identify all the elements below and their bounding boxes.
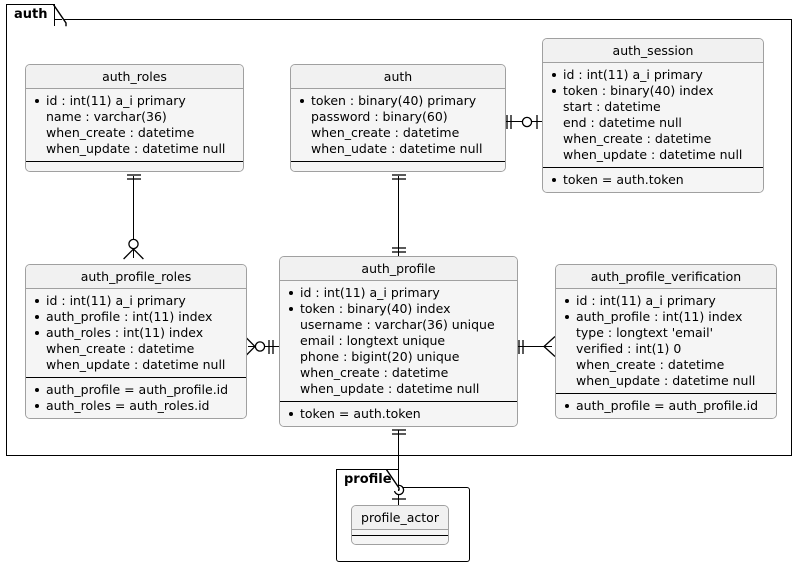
- field-row: auth_roles : int(11) index: [33, 325, 239, 341]
- entity-auth-session[interactable]: auth_session id : int(11) a_i primary to…: [542, 38, 764, 193]
- entity-auth[interactable]: auth token : binary(40) primary password…: [290, 64, 506, 172]
- entity-auth-profile-verification-footer: auth_profile = auth_profile.id: [556, 393, 776, 418]
- field-row: id : int(11) a_i primary: [33, 293, 239, 309]
- field-row: phone : bigint(20) unique: [300, 349, 460, 364]
- package-auth-label: auth: [14, 7, 48, 22]
- package-profile-tab-slant: [386, 469, 400, 491]
- field-row: when_create : datetime: [576, 357, 725, 372]
- entity-auth-profile-fields: id : int(11) a_i primary token : binary(…: [280, 281, 517, 401]
- cardinality-zero-or-one-authsession: [519, 113, 543, 135]
- field-row: end : datetime null: [563, 115, 682, 130]
- field-row: id : int(11) a_i primary: [287, 285, 510, 301]
- cardinality-many-verification: [541, 335, 557, 362]
- entity-auth-profile-verification-fields: id : int(11) a_i primary auth_profile : …: [556, 289, 776, 393]
- field-row: when_update : datetime null: [576, 373, 756, 388]
- field-row: username : varchar(36) unique: [300, 317, 495, 332]
- field-row: when_create : datetime: [311, 125, 460, 140]
- field-row: token : binary(40) primary: [298, 93, 498, 109]
- field-row: verified : int(1) 0: [576, 341, 682, 356]
- connector-authprofile-profileactor: [398, 430, 400, 507]
- constraint-row: token = auth.token: [550, 172, 756, 188]
- connector-auth-authprofile: [398, 176, 400, 258]
- field-row: when_update : datetime null: [563, 147, 743, 162]
- entity-auth-profile-footer: token = auth.token: [280, 401, 517, 426]
- entity-profile-actor-fields: [352, 530, 448, 535]
- cardinality-zero-or-many-authprofileroles-right: [243, 335, 267, 362]
- field-row: when_create : datetime: [46, 341, 195, 356]
- field-row: id : int(11) a_i primary: [33, 93, 236, 109]
- package-auth-tab: auth: [6, 4, 55, 26]
- cardinality-one-auth-right: [503, 114, 517, 134]
- entity-auth-profile-roles-fields: id : int(11) a_i primary auth_profile : …: [26, 289, 246, 377]
- entity-auth-fields: token : binary(40) primary password : bi…: [291, 89, 505, 161]
- field-row: type : longtext 'email': [576, 325, 714, 340]
- entity-auth-session-footer: token = auth.token: [543, 167, 763, 192]
- field-row: id : int(11) a_i primary: [550, 67, 756, 83]
- entity-auth-roles[interactable]: auth_roles id : int(11) a_i primary name…: [25, 64, 244, 172]
- field-row: when_update : datetime null: [300, 381, 480, 396]
- constraint-row: auth_roles = auth_roles.id: [33, 398, 239, 414]
- package-profile-tab: profile: [336, 469, 399, 491]
- field-row: when_update : datetime null: [46, 141, 226, 156]
- field-row: id : int(11) a_i primary: [563, 293, 769, 309]
- field-row: when_create : datetime: [300, 365, 449, 380]
- field-row: when_udate : datetime null: [311, 141, 483, 156]
- field-row: start : datetime: [563, 99, 661, 114]
- entity-auth-profile-roles[interactable]: auth_profile_roles id : int(11) a_i prim…: [25, 264, 247, 419]
- cardinality-one-authprofile-left: [265, 339, 279, 359]
- entity-auth-title: auth: [291, 65, 505, 89]
- entity-auth-roles-title: auth_roles: [26, 65, 243, 89]
- field-row: password : binary(60): [311, 109, 448, 124]
- entity-auth-session-title: auth_session: [543, 39, 763, 63]
- connector-authroles-authprofileroles: [133, 176, 135, 258]
- package-auth-tab-slant: [53, 4, 67, 27]
- entity-auth-profile-roles-title: auth_profile_roles: [26, 265, 246, 289]
- field-row: token : binary(40) index: [550, 83, 756, 99]
- field-row: auth_profile : int(11) index: [33, 309, 239, 325]
- field-row: token : binary(40) index: [287, 301, 510, 317]
- entity-auth-profile-roles-footer: auth_profile = auth_profile.id auth_role…: [26, 377, 246, 418]
- cardinality-one-auth-bottom: [391, 170, 407, 189]
- constraint-row: auth_profile = auth_profile.id: [33, 382, 239, 398]
- entity-auth-profile-verification-title: auth_profile_verification: [556, 265, 776, 289]
- entity-auth-roles-footer: [26, 161, 243, 171]
- entity-auth-footer: [291, 161, 505, 171]
- cardinality-one-authprofile-bottom: [391, 425, 407, 444]
- entity-profile-actor[interactable]: profile_actor: [351, 505, 449, 545]
- cardinality-one-authprofile-top: [391, 243, 407, 262]
- field-row: when_create : datetime: [563, 131, 712, 146]
- entity-auth-profile[interactable]: auth_profile id : int(11) a_i primary to…: [279, 256, 518, 427]
- field-row: when_create : datetime: [46, 125, 195, 140]
- field-row: email : longtext unique: [300, 333, 446, 348]
- entity-profile-actor-footer: [352, 535, 448, 544]
- connector-authprofile-verification: [518, 346, 552, 348]
- field-row: name : varchar(36): [46, 109, 167, 124]
- constraint-row: auth_profile = auth_profile.id: [563, 398, 769, 414]
- entity-auth-profile-verification[interactable]: auth_profile_verification id : int(11) a…: [555, 264, 777, 419]
- cardinality-one-authprofile-right: [515, 339, 529, 359]
- constraint-row: token = auth.token: [287, 406, 510, 422]
- entity-profile-actor-title: profile_actor: [352, 506, 448, 530]
- entity-auth-roles-fields: id : int(11) a_i primary name : varchar(…: [26, 89, 243, 161]
- field-row: auth_profile : int(11) index: [563, 309, 769, 325]
- entity-auth-session-fields: id : int(11) a_i primary token : binary(…: [543, 63, 763, 167]
- package-profile-label: profile: [344, 472, 392, 487]
- entity-auth-profile-title: auth_profile: [280, 257, 517, 281]
- cardinality-one-authroles: [126, 170, 142, 189]
- field-row: when_update : datetime null: [46, 357, 226, 372]
- cardinality-zero-or-many-authprofileroles: [122, 238, 145, 265]
